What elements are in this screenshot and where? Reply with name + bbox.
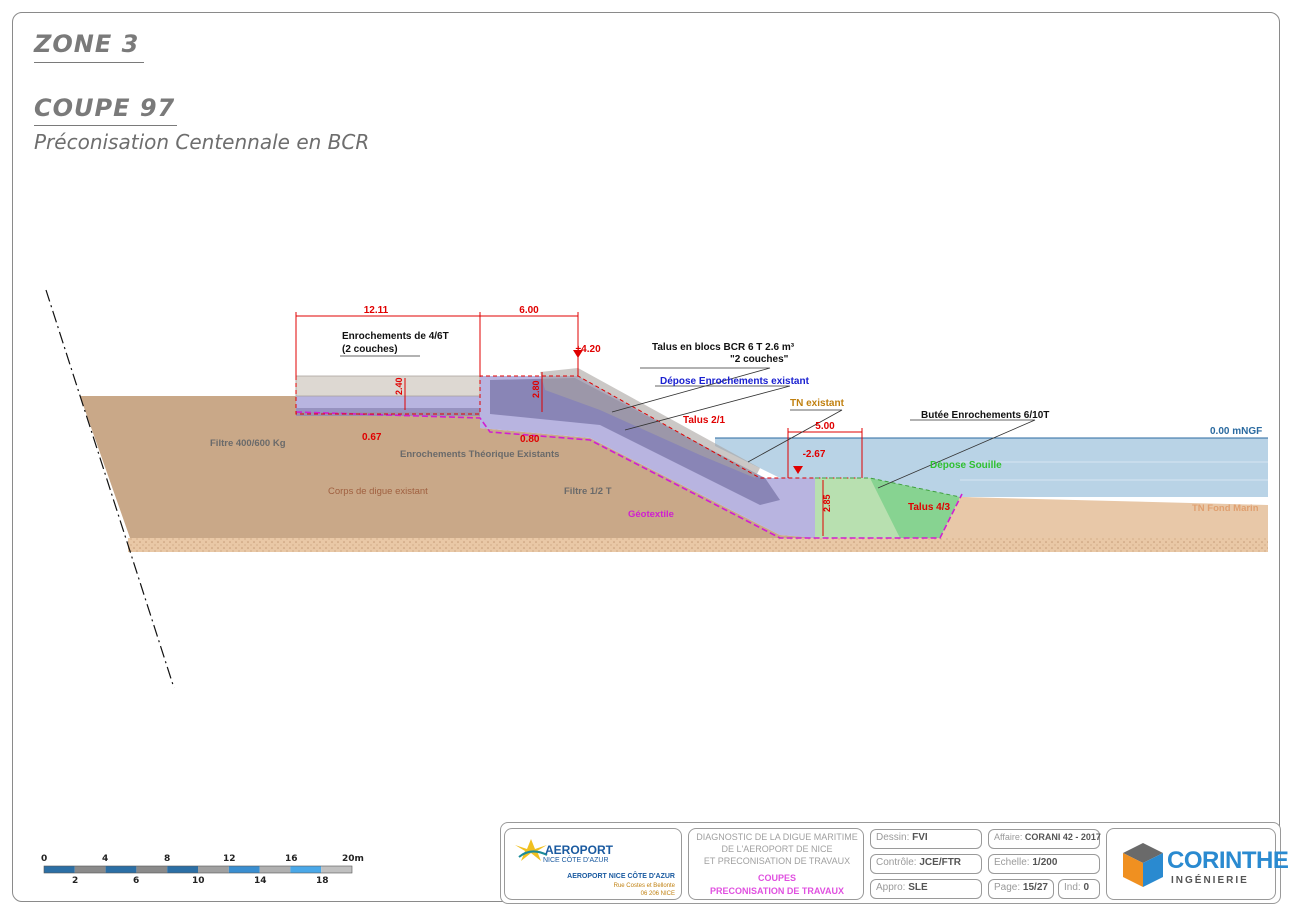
- thk-butee: 2.85: [822, 494, 832, 512]
- lbl-enroch-46-2: (2 couches): [342, 344, 398, 355]
- butee-green-dark: [870, 478, 960, 538]
- scale-bottom-14: 14: [254, 876, 267, 886]
- page-label: Page:: [994, 882, 1021, 893]
- lbl-sea: 0.00 mNGF: [1210, 426, 1262, 437]
- controle-value: JCE/FTR: [919, 857, 962, 868]
- scale-bottom-10: 10: [192, 876, 205, 886]
- lbl-tn: TN existant: [790, 398, 845, 409]
- appro-label: Appro:: [876, 882, 906, 893]
- zone-underline: [34, 62, 144, 63]
- base-dotted-layer: [128, 538, 1268, 552]
- sea-water: [715, 438, 1268, 497]
- company-box: CORINTHE INGÉNIERIE: [1106, 828, 1289, 900]
- lbl-talus43: Talus 4/3: [908, 502, 950, 513]
- section-subtitle: Préconisation Centennale en BCR: [34, 130, 370, 154]
- dessin-label: Dessin:: [876, 832, 910, 843]
- scale-bottom-18: 18: [316, 876, 329, 886]
- scale-top-16: 16: [285, 854, 298, 864]
- dim-toe: 5.00: [815, 421, 835, 432]
- affaire-label: Affaire:: [994, 832, 1023, 842]
- leader-lines: [340, 355, 1036, 489]
- desc-line-3: ET PRECONISATION DE TRAVAUX: [703, 856, 851, 866]
- desc-line-5: PRECONISATION DE TRAVAUX: [709, 886, 844, 896]
- axis-line: [45, 289, 175, 689]
- ind-label: Ind:: [1064, 882, 1081, 893]
- dessin-value: FVI: [912, 832, 928, 843]
- desc-line-4: COUPES: [757, 873, 796, 883]
- lbl-enroch-46-1: Enrochements de 4/6T: [342, 331, 449, 342]
- description-box: DIAGNOSTIC DE LA DIGUE MARITIME DE L'AER…: [688, 828, 864, 900]
- scale-top-4: 4: [102, 854, 109, 864]
- client-addr1: Rue Costes et Bellonte: [613, 883, 675, 889]
- lbl-souille: Dépose Souille: [930, 460, 1002, 471]
- geotextile-line: [295, 411, 963, 539]
- dim-crest: 12.11: [364, 305, 389, 316]
- lbl-bcr-1: Talus en blocs BCR 6 T 2.6 m³: [652, 342, 795, 353]
- lbl-filtre12: Filtre 1/2 T: [564, 486, 612, 497]
- client-box: AEROPORT NICE CÔTE D'AZUR AEROPORT NICE …: [504, 828, 682, 900]
- affaire-value: CORANI 42 - 2017: [1024, 832, 1101, 842]
- scale-top-12: 12: [223, 854, 236, 864]
- corinthe-cube-icon: [1123, 843, 1163, 887]
- scale-bottom-6: 6: [133, 876, 140, 886]
- echelle-value: 1/200: [1032, 857, 1058, 868]
- coupe-underline: [34, 125, 177, 126]
- client-small: AEROPORT NICE CÔTE D'AZUR: [567, 873, 675, 880]
- echelle-field: Echelle: 1/200: [988, 854, 1100, 874]
- scale-bar: [43, 865, 353, 874]
- lbl-talus21: Talus 2/1: [683, 415, 725, 426]
- client-addr2: 06 206 NICE: [640, 891, 675, 897]
- elev-toe: -2.67: [803, 449, 826, 460]
- desc-line-1: DIAGNOSTIC DE LA DIGUE MARITIME: [696, 832, 858, 842]
- lbl-theorique: Enrochements Théorique Existants: [400, 449, 559, 460]
- sea-bottom: [940, 497, 1268, 538]
- elev-marker-top: [573, 350, 583, 358]
- dim-berm: 6.00: [519, 305, 539, 316]
- affaire-field: Affaire: CORANI 42 - 2017: [988, 829, 1101, 849]
- thk-crest: 2.40: [394, 377, 404, 395]
- page-value: 15/27: [1022, 882, 1048, 893]
- dessin-field: Dessin: FVI: [870, 829, 982, 849]
- lbl-depose: Dépose Enrochements existant: [660, 376, 810, 387]
- lbl-geotextile: Géotextile: [628, 509, 674, 520]
- lbl-fond: TN Fond Marin: [1192, 503, 1259, 514]
- scale-top-8: 8: [164, 854, 171, 864]
- controle-field: Contrôle: JCE/FTR: [870, 854, 982, 874]
- ind-field: Ind: 0: [1058, 879, 1100, 899]
- dim-lines: [295, 312, 863, 536]
- appro-field: Appro: SLE: [870, 879, 982, 899]
- toe-purple: [780, 478, 815, 538]
- crest-rock-grey: [295, 375, 481, 397]
- company-sub: INGÉNIERIE: [1171, 875, 1249, 886]
- lbl-butee: Butée Enrochements 6/10T: [921, 410, 1049, 421]
- elev-top: +4.20: [575, 344, 601, 355]
- zone-title: ZONE 3: [34, 30, 140, 58]
- lbl-corps: Corps de digue existant: [328, 486, 428, 497]
- scale-top-0: 0: [41, 854, 48, 864]
- lbl-filtre400: Filtre 400/600 Kg: [210, 438, 286, 449]
- echelle-label: Echelle:: [994, 857, 1030, 868]
- lbl-bcr-2: "2 couches": [730, 354, 789, 365]
- ind-value: 0: [1083, 882, 1090, 893]
- crest-filter: [296, 408, 480, 416]
- elev-marker-toe: [793, 466, 803, 474]
- client-name: AEROPORT: [545, 843, 614, 857]
- scale-bottom-2: 2: [72, 876, 79, 886]
- thk-core: 0.80: [520, 434, 540, 445]
- thk-filter: 0.67: [362, 432, 382, 443]
- bcr-blocks: [490, 378, 780, 505]
- coupe-title: COUPE 97: [34, 94, 176, 122]
- scale-top-20: 20m: [342, 854, 364, 864]
- page-field: Page: 15/27: [988, 879, 1054, 899]
- thk-bcr: 2.80: [531, 380, 541, 398]
- desc-line-2: DE L'AEROPORT DE NICE: [721, 844, 833, 854]
- airport-logo-icon: [515, 839, 548, 861]
- client-sub: NICE CÔTE D'AZUR: [543, 857, 609, 864]
- controle-label: Contrôle:: [876, 857, 917, 868]
- company-name: CORINTHE: [1167, 847, 1289, 874]
- appro-value: SLE: [908, 882, 928, 893]
